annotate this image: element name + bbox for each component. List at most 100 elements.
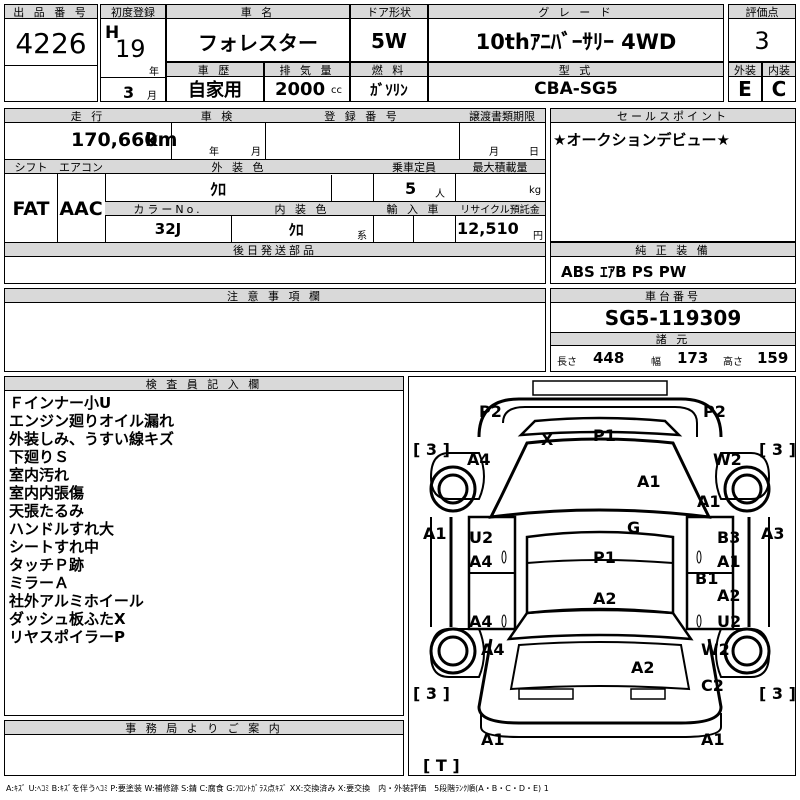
chassis-number: SG5-119309 [604, 306, 742, 330]
name-box: 車 名 フォレスター [166, 4, 350, 62]
transfer-day: 日 [529, 147, 539, 158]
inspector-note: エンジン廻りオイル漏れ [9, 412, 175, 430]
mark-u2-l: U2 [469, 528, 493, 547]
colorno: 32J [154, 220, 182, 238]
hei-label: 高さ [723, 357, 743, 368]
intcolor: ｸﾛ [288, 220, 304, 239]
ext-box: 外装 E [728, 62, 762, 102]
mileage: 170,660 [71, 129, 158, 151]
mark-a4-l2: A4 [469, 612, 493, 631]
seats: 5 [405, 179, 417, 198]
mark-p1-roof: P1 [593, 548, 616, 567]
mark-x: X [541, 430, 554, 449]
mark-b3-r: B3 [717, 528, 740, 547]
disp-unit: cc [331, 85, 342, 96]
inspector-note: ミラーＡ [9, 574, 70, 592]
inspector-note: 下廻りＳ [9, 448, 70, 466]
mark-a1-r1: A1 [717, 552, 741, 571]
caution-label: 注 意 事 項 欄 [5, 289, 545, 303]
equipment: ABS ｴｱB PS PW [561, 262, 687, 281]
mark-a4-rl: A4 [481, 640, 505, 659]
year: 19 [115, 35, 146, 63]
inspector-note: 天張たるみ [9, 502, 85, 520]
name-label: 車 名 [167, 5, 349, 19]
mark-g: G [627, 518, 640, 537]
inspector-label: 検 査 員 記 入 欄 [5, 377, 403, 391]
equip-box: 純 正 装 備 ABS ｴｱB PS PW [550, 242, 796, 284]
len-label: 長さ [557, 357, 577, 368]
office-label: 事 務 局 よ り ご 案 内 [5, 721, 403, 735]
seats-unit: 人 [435, 189, 445, 200]
mark-tire-fl: [ 3 ] [413, 440, 450, 459]
mark-a2-trunk: A2 [631, 658, 655, 677]
lot-label: 出 品 番 号 [5, 5, 97, 19]
mark-a4-l1: A4 [469, 552, 493, 571]
recycle-unit: 円 [533, 231, 543, 242]
equip-label: 純 正 装 備 [551, 243, 795, 257]
history: 自家用 [188, 80, 242, 101]
model-label: 型 式 [429, 63, 723, 77]
regno-label: 登 録 番 号 [265, 109, 459, 123]
mark-a1-br: A1 [701, 730, 725, 749]
mark-tire-t: [ T ] [423, 756, 460, 775]
inspect-month: 月 [251, 147, 261, 158]
load-label: 最大積載量 [455, 160, 545, 174]
era: H [105, 23, 120, 43]
month: 3 [123, 83, 135, 102]
int-grade: C [771, 77, 787, 101]
color-label: 外 装 色 [105, 160, 373, 174]
door-label: ドア形状 [351, 5, 427, 19]
first-reg-box: 初度登録 H 19 年 3 月 [100, 4, 166, 102]
sales-box: セールスポイント ★オークションデビュー★ [550, 108, 796, 242]
inspector-note: ダッシュ板ふたX [9, 610, 126, 628]
mark-a1-left: A1 [423, 524, 447, 543]
mark-tire-rl: [ 3 ] [413, 684, 450, 703]
mark-a2-roof: A2 [593, 589, 617, 608]
fuel-box: 燃 料 ｶﾞｿﾘﾝ [350, 62, 428, 102]
inspector-note: 室内汚れ [9, 466, 70, 484]
mark-a1-bl: A1 [481, 730, 505, 749]
recycle: 12,510 [457, 219, 519, 238]
car-outline: P2 P2 X P1 [ 3 ] [ 3 ] A4 W2 A1 A1 A1 A3… [413, 380, 795, 775]
mark-b1: B1 [695, 569, 718, 588]
month-unit: 月 [147, 91, 157, 102]
wid-label: 幅 [651, 357, 661, 368]
spec-block: 走 行 170,660 km 車 検 年 月 登 録 番 号 譲渡書類期限 月 … [4, 108, 546, 284]
inspector-note: Ｆインナー小U [9, 394, 112, 412]
score-box: 評価点 3 [728, 4, 796, 62]
score: 3 [754, 27, 770, 55]
shift: FAT [12, 198, 50, 220]
int-label: 内装 [763, 63, 795, 77]
ext-label: 外装 [729, 63, 761, 77]
transfer-month: 月 [489, 147, 499, 158]
ac: AAC [59, 198, 103, 220]
dims-label: 諸 元 [551, 332, 795, 346]
door-type: 5W [371, 29, 407, 53]
grade-box: グ レ ー ド 10thｱﾆﾊﾞｰｻﾘｰ 4WD [428, 4, 724, 62]
lot-number: 4226 [15, 26, 87, 60]
score-label: 評価点 [729, 5, 795, 19]
mark-a1-hood: A1 [637, 472, 661, 491]
transfer-label: 譲渡書類期限 [459, 109, 545, 123]
ext-grade: E [738, 77, 752, 101]
later-label: 後日発送部品 [5, 243, 545, 257]
load-unit: kg [529, 185, 542, 196]
legend: A:ｷｽﾞ U:ﾍｺﾐ B:ｷｽﾞを伴うﾍｺﾐ P:要塗装 W:補修跡 S:錆 … [6, 784, 549, 793]
inspector-note: ハンドルすれ大 [9, 520, 115, 538]
inspector-note: リヤスポイラーP [9, 628, 125, 646]
mark-p1-top: P1 [593, 426, 616, 445]
mark-c2: C2 [701, 676, 724, 695]
mark-w2-fr: W2 [713, 450, 742, 469]
fuel: ｶﾞｿﾘﾝ [370, 80, 408, 99]
shift-label: シフト [5, 160, 57, 174]
ac-label: エアコン [57, 160, 105, 174]
intcolor-unit: 系 [357, 231, 367, 242]
mark-a1-fr: A1 [697, 492, 721, 511]
inspector-note: 室内内張傷 [9, 484, 85, 502]
model-box: 型 式 CBA-SG5 [428, 62, 724, 102]
caution-box: 注 意 事 項 欄 [4, 288, 546, 372]
mark-tire-fr: [ 3 ] [759, 440, 795, 459]
grade: 10thｱﾆﾊﾞｰｻﾘｰ 4WD [475, 30, 677, 54]
inspect-label: 車 検 [171, 109, 265, 123]
